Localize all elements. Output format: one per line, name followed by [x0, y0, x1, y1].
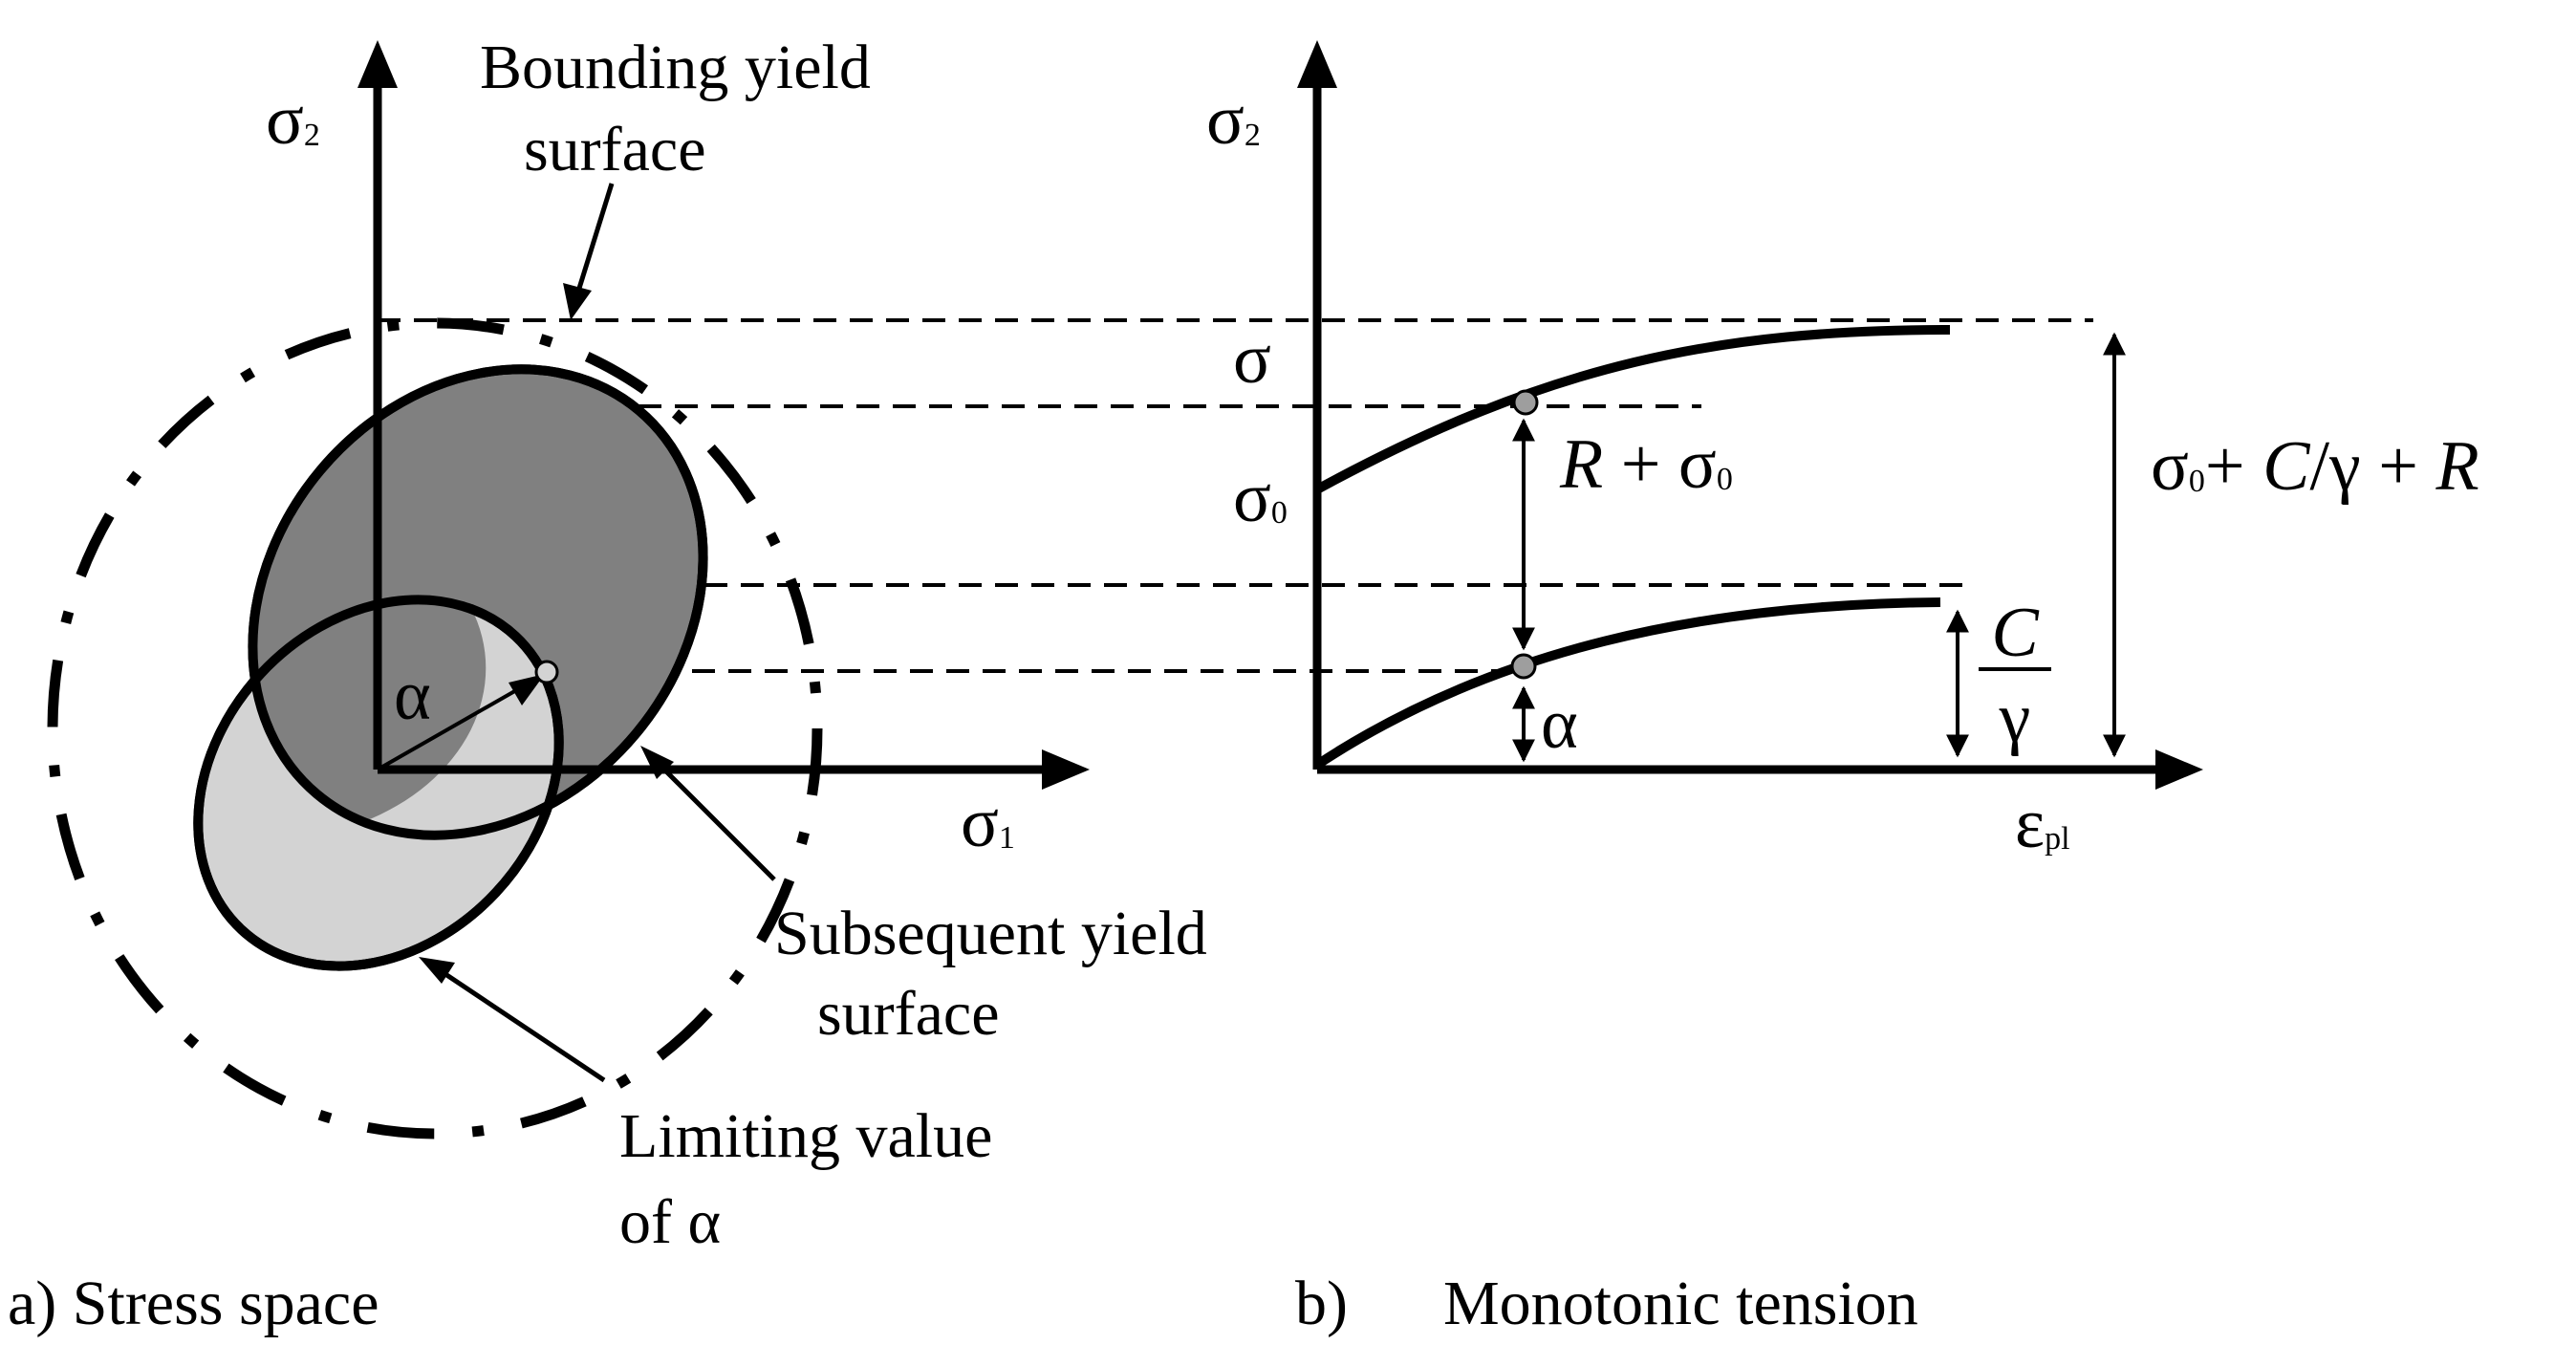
bounding-label-2: surface: [524, 115, 706, 184]
limiting-label-2: of α: [619, 1187, 721, 1257]
stress-curve: [1314, 325, 1951, 494]
sigma-label: σ: [1233, 320, 1271, 399]
sigma1-axis-arrow: [1042, 749, 1090, 790]
frac-numerator: C: [1991, 594, 2040, 672]
sigma1-label: σ1: [961, 784, 1015, 862]
panel-b-monotonic-tension: σ2 εpl σ σ0 R + σ0 α C γ σ0+ C/γ + R b) …: [1206, 40, 2479, 1338]
epl-label: εpl: [2015, 785, 2070, 863]
alpha-vector-head: [509, 674, 545, 705]
sigma2-axis-arrow-b: [1297, 40, 1337, 88]
caption-b-text: Monotonic tension: [1443, 1269, 1918, 1338]
limiting-label-1: Limiting value: [619, 1101, 992, 1171]
alpha-label-a: α: [394, 657, 431, 735]
caption-a: a) Stress space: [8, 1269, 379, 1338]
subsequent-leader: [658, 763, 776, 881]
caption-b-letter: b): [1295, 1269, 1348, 1338]
subsequent-leader-head: [640, 746, 674, 779]
alpha-label-b: α: [1541, 685, 1578, 764]
sigma2-label-a: σ2: [266, 81, 320, 160]
alpha-vector: [377, 680, 532, 771]
frac-denominator: γ: [1999, 679, 2031, 757]
sigma-point: [1512, 389, 1539, 416]
bounding-leader: [574, 183, 615, 295]
subsequent-label-2: surface: [817, 979, 1000, 1049]
sigma0-label: σ0: [1233, 459, 1288, 537]
bounding-leader-head: [563, 283, 592, 320]
alpha-point-a: [534, 660, 559, 684]
bounding-label-1: Bounding yield: [480, 33, 871, 102]
r-sigma0-label: R + σ0: [1559, 425, 1733, 504]
subsequent-yield-outline: [248, 364, 708, 840]
c-over-gamma-fraction: C γ: [1979, 594, 2051, 757]
total-label: σ0+ C/γ + R: [2151, 427, 2479, 506]
subsequent-label-1: Subsequent yield: [774, 899, 1207, 968]
limiting-alpha-outline: [193, 595, 564, 971]
limiting-leader: [438, 967, 606, 1083]
sigma2-label-b: σ2: [1206, 81, 1261, 160]
limiting-leader-head: [419, 957, 455, 984]
bounding-yield-surface: [47, 317, 823, 1139]
epl-axis-arrow: [2155, 749, 2203, 790]
alpha-point-b: [1510, 653, 1537, 680]
sigma2-axis-arrow-a: [357, 40, 398, 88]
alpha-curve: [1314, 597, 1941, 770]
panel-a-stress-space: σ2 σ1 α Bounding yield surface Subsequen…: [8, 33, 2093, 1338]
